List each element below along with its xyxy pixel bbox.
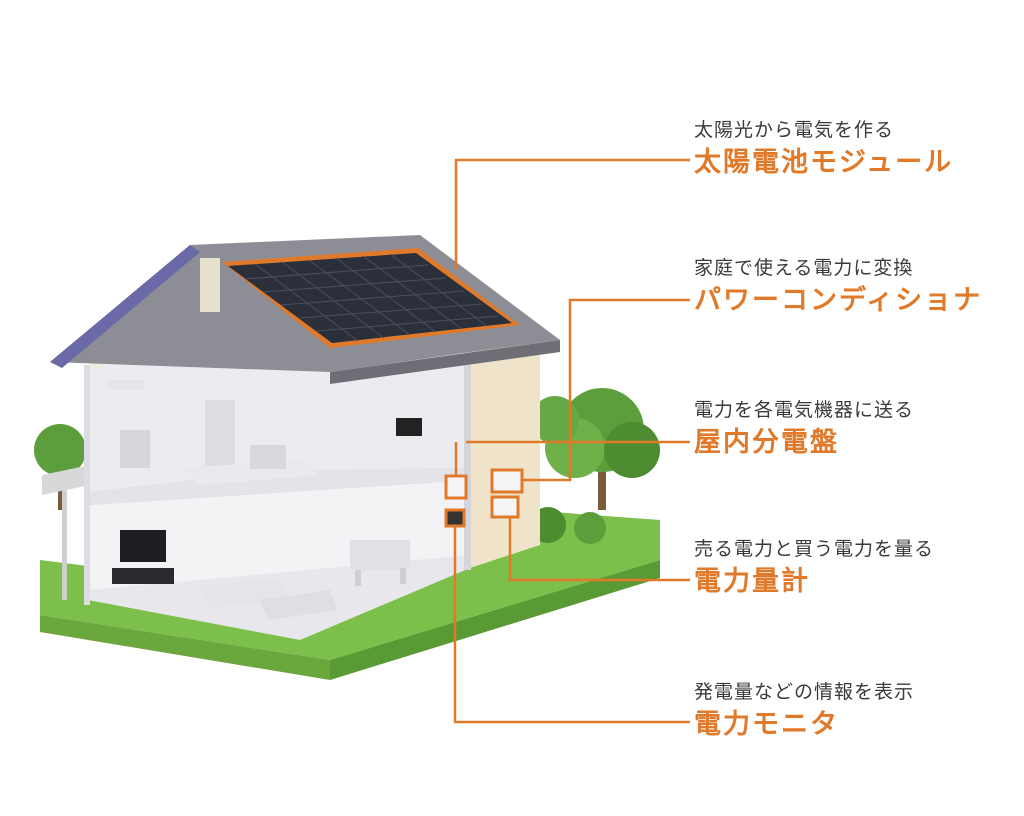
- solar-panel: [222, 248, 520, 348]
- solar-module-description: 太陽光から電気を作る: [694, 119, 895, 141]
- power-conditioner-description: 家庭で使える電力に変換: [694, 257, 914, 279]
- power-meter-name: 電力量計: [694, 566, 810, 597]
- side-wall: [470, 340, 540, 568]
- callout-power-monitor: 発電量などの情報を表示 電力モニタ: [694, 680, 914, 742]
- equipment: [444, 468, 524, 528]
- power-conditioner-name: パワーコンディショナ: [694, 285, 983, 316]
- callout-power-meter: 売る電力と買う電力を量る 電力量計: [694, 537, 934, 599]
- distribution-board-description: 電力を各電気機器に送る: [694, 399, 915, 421]
- carport: [42, 465, 90, 600]
- leader-lines: [453, 158, 690, 724]
- interior: [88, 352, 470, 640]
- power-monitor-name: 電力モニタ: [694, 709, 839, 740]
- distribution-board-name: 屋内分電盤: [694, 427, 839, 458]
- callout-solar-module: 太陽光から電気を作る 太陽電池モジュール: [694, 118, 953, 180]
- callout-power-conditioner: 家庭で使える電力に変換 パワーコンディショナ: [694, 256, 982, 318]
- power-meter-description: 売る電力と買う電力を量る: [694, 538, 935, 560]
- power-monitor-description: 発電量などの情報を表示: [694, 681, 915, 703]
- solar-module-name: 太陽電池モジュール: [694, 147, 954, 178]
- callout-distribution-board: 電力を各電気機器に送る 屋内分電盤: [694, 398, 914, 460]
